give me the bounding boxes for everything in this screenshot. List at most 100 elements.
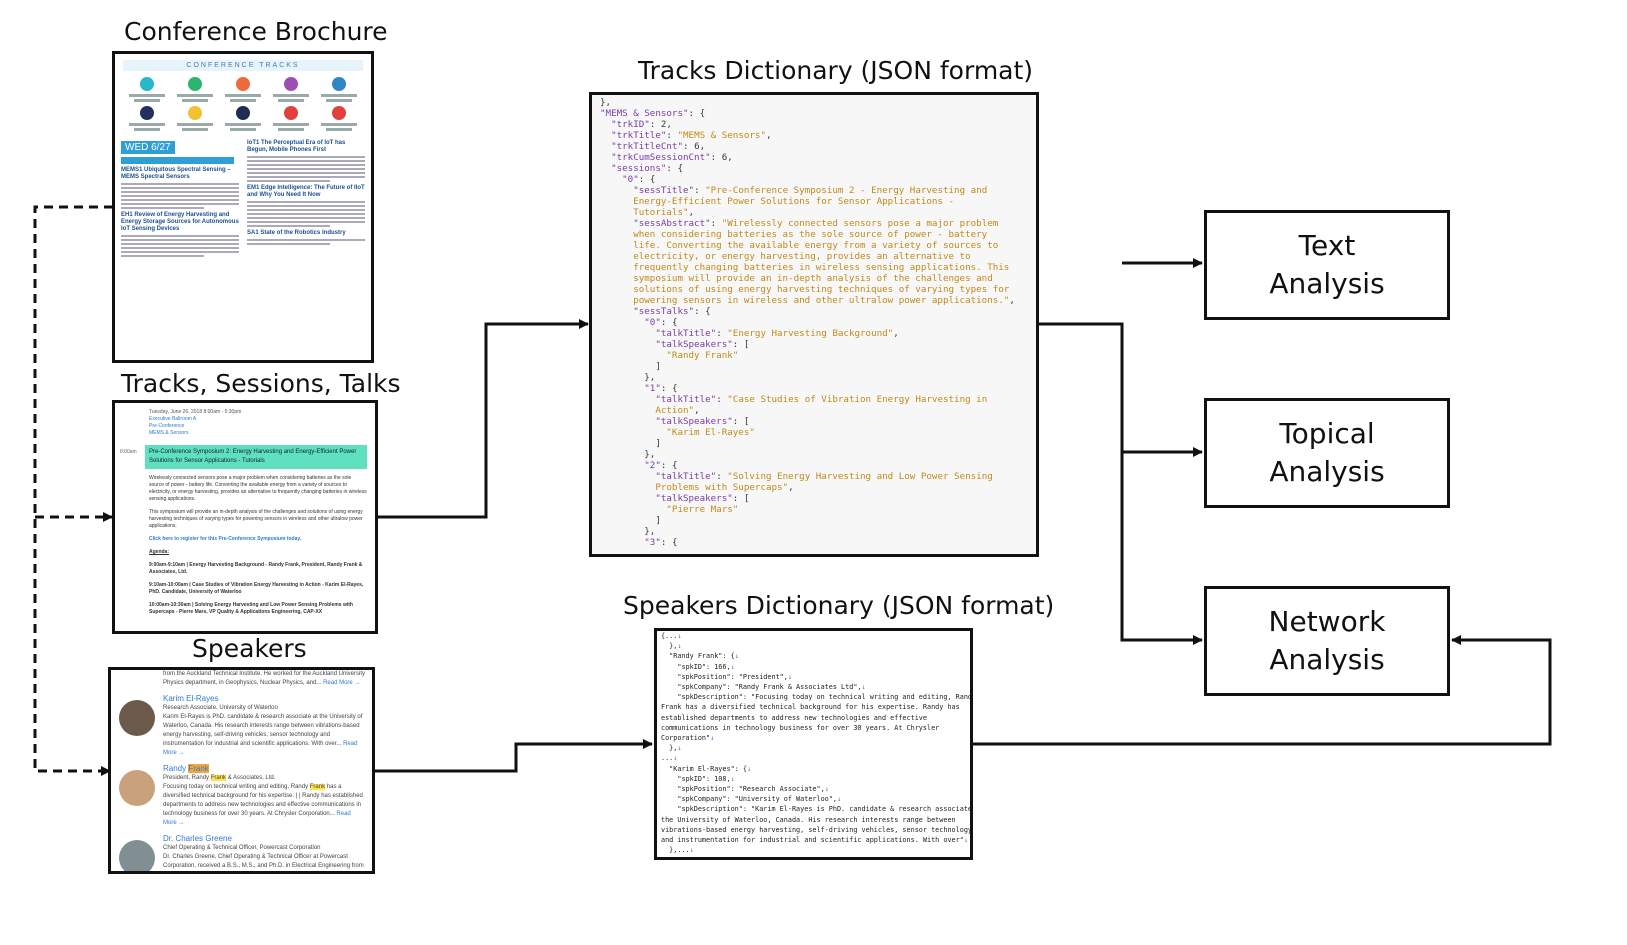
json-line: the University of Waterloo, Canada. His …	[661, 815, 956, 824]
json-line: Tutorials",	[600, 207, 695, 218]
json-line: },↓	[661, 744, 682, 753]
json-line: },	[600, 372, 656, 383]
session-heading: MEMS1 Ubiquitous Spectral Sensing – MEMS…	[121, 167, 231, 180]
track-icon	[269, 106, 313, 131]
json-line: "trkCumSessionCnt": 6,	[611, 152, 733, 163]
json-line: },	[600, 449, 656, 460]
speakers-json-code: {...↓ },↓ "Randy Frank": {↓ "spkID": 166…	[657, 631, 970, 855]
agenda-item: 9:10am-10:00am | Case Studies of Vibrati…	[149, 582, 364, 595]
sessions-page-thumbnail: Tuesday, June 26, 2018 8:00am - 5:30pm E…	[112, 400, 378, 634]
json-line: "spkDescription": "Focusing today on tec…	[661, 693, 973, 702]
dashed-link	[33, 205, 113, 776]
speakers-page-thumbnail: from the Auckland Technical Institute. H…	[108, 667, 375, 874]
json-line: "1": {	[644, 383, 678, 394]
json-line: Corporation"↓	[661, 734, 715, 743]
json-line: life. Converting the available energy fr…	[600, 240, 999, 251]
arrow-tracks-dict-to-analysis	[1039, 322, 1203, 645]
track-icon	[317, 106, 361, 131]
json-line: "2": {	[644, 460, 678, 471]
json-line: Action",	[600, 405, 700, 416]
json-line: powering sensors in wireless and other u…	[600, 295, 1015, 306]
json-line: "talkTitle": "Solving Energy Harvesting …	[655, 471, 993, 482]
speaker-entry: Dr. Charles Greene Chief Operating & Tec…	[111, 834, 372, 871]
json-line: and instrumentation for industrial and s…	[661, 836, 968, 845]
speakers-title: Speakers	[192, 634, 307, 663]
speaker-name[interactable]: Karim El-Rayes	[163, 694, 219, 703]
json-line: },	[600, 97, 612, 108]
json-line: Frank has a diversified technical backgr…	[661, 703, 960, 712]
agenda-item: 10:00am-10:30am | Solving Energy Harvest…	[149, 602, 353, 615]
json-line: when considering batteries as the sole s…	[600, 229, 988, 240]
json-line: "talkSpeakers": [	[655, 416, 750, 427]
json-line: vibrations-based energy harvesting, self…	[661, 825, 972, 834]
speakers-json-panel: {...↓ },↓ "Randy Frank": {↓ "spkID": 166…	[654, 628, 973, 860]
json-line: ]	[600, 361, 661, 372]
json-line: "spkDescription": "Karim El-Rayes is PhD…	[661, 805, 973, 814]
json-line: ]	[600, 515, 661, 526]
speakers-dictionary-title: Speakers Dictionary (JSON format)	[623, 591, 1055, 620]
read-more-link[interactable]: Read More →	[163, 811, 351, 826]
json-line: "spkID": 166,↓	[661, 662, 735, 671]
session-heading: SA1 State of the Robotics Industry	[247, 230, 346, 236]
json-line: established departments to address new t…	[661, 713, 927, 722]
avatar	[119, 770, 155, 806]
json-line: },↓	[661, 642, 682, 651]
read-more-link[interactable]: Read More →	[163, 741, 358, 756]
brochure-title: Conference Brochure	[124, 17, 388, 46]
brochure-thumbnail: CONFERENCE TRACKS WED 6/27 MEMS1 Ubiquit…	[112, 51, 374, 363]
json-line: "spkPosition": "Research Associate",↓	[661, 785, 829, 794]
json-line: "sessTitle": "Pre-Conference Symposium 2…	[633, 185, 988, 196]
tracks-sessions-title: Tracks, Sessions, Talks	[121, 369, 401, 398]
session-time: 8:00am	[120, 449, 137, 455]
json-line: "Randy Frank"	[600, 350, 739, 361]
json-line: electricity, or energy harvesting, provi…	[600, 251, 971, 262]
track-icon	[317, 77, 361, 102]
json-line: "spkCompany": "Randy Frank & Associates …	[661, 683, 866, 692]
json-line: communications in technology business fo…	[661, 723, 940, 732]
json-line: frequently changing batteries in wireles…	[600, 262, 1010, 273]
json-line: ]	[600, 438, 661, 449]
json-line: "Karim El-Rayes": {↓	[661, 764, 752, 773]
json-line: "sessions": {	[611, 163, 684, 174]
json-line: {...↓	[661, 632, 682, 640]
speaker-entry: Karim El-Rayes Research Associate, Unive…	[111, 694, 372, 758]
json-line: },	[600, 526, 656, 537]
speaker-entry: Randy Frank President, Randy Frank & Ass…	[111, 764, 372, 828]
json-line: "trkID": 2,	[611, 119, 672, 130]
json-line: "MEMS & Sensors": {	[600, 108, 706, 119]
track-icon	[221, 106, 265, 131]
session-paragraph: This symposium will provide an in-depth …	[149, 509, 363, 529]
agenda-label: Agenda:	[149, 549, 169, 555]
speaker-name[interactable]: Randy Frank	[163, 764, 209, 773]
json-line: "talkTitle": "Energy Harvesting Backgrou…	[655, 328, 899, 339]
track-icon	[173, 77, 217, 102]
track-icon	[221, 77, 265, 102]
speaker-name[interactable]: Dr. Charles Greene	[163, 834, 232, 843]
session-title-highlight[interactable]: Pre-Conference Symposium 2: Energy Harve…	[145, 445, 367, 469]
json-line: Energy-Efficient Power Solutions for Sen…	[600, 196, 955, 207]
arrow-sessions-to-tracks-dict	[377, 319, 589, 519]
tracks-dictionary-title: Tracks Dictionary (JSON format)	[638, 56, 1034, 85]
track-icon-grid	[115, 73, 371, 133]
json-line: "0": {	[644, 317, 678, 328]
session-meta: Tuesday, June 26, 2018 8:00am - 5:30pm E…	[149, 409, 242, 436]
track-icon	[173, 106, 217, 131]
tracks-json-panel: },"MEMS & Sensors": { "trkID": 2, "trkTi…	[589, 92, 1039, 557]
json-line: "trkTitle": "MEMS & Sensors",	[611, 130, 772, 141]
json-line: },...↓	[661, 846, 694, 855]
json-line: "talkSpeakers": [	[655, 339, 750, 350]
json-line: "Pierre Mars"	[600, 504, 739, 515]
json-line: "3": {	[644, 537, 678, 548]
time-bar	[121, 157, 235, 164]
session-heading: EM1 Edge Intelligence: The Future of IIo…	[247, 185, 365, 198]
track-icon	[125, 106, 169, 131]
track-icon	[269, 77, 313, 102]
brochure-header: CONFERENCE TRACKS	[123, 60, 363, 71]
json-line: "spkCompany": "University of Waterloo",↓	[661, 795, 842, 804]
json-line: "spkPosition": "President",↓	[661, 672, 792, 681]
json-line: "Randy Frank": {↓	[661, 652, 739, 661]
register-link[interactable]: Click here to register for this Pre-Conf…	[149, 536, 302, 542]
arrow-speakers-to-speakers-dict	[374, 739, 653, 773]
